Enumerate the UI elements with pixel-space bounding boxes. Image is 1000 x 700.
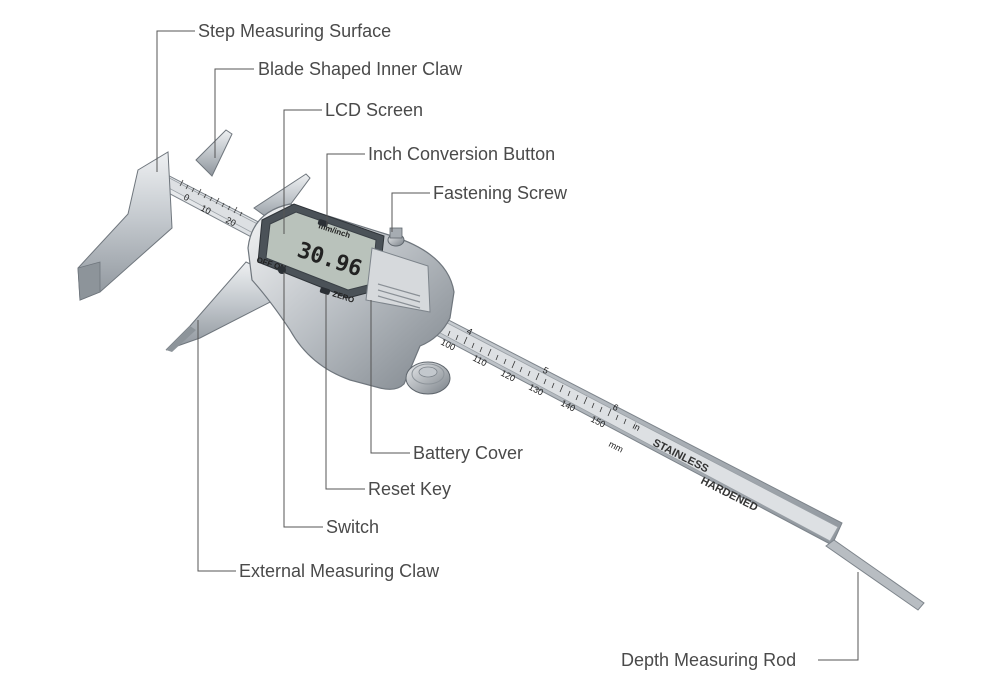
scale-inch-6: 6 bbox=[611, 402, 620, 413]
leader-depth-measuring-rod bbox=[818, 572, 859, 661]
leader-inch-conversion-button bbox=[326, 153, 365, 226]
leader-reset-key bbox=[325, 294, 365, 490]
label-reset-key: Reset Key bbox=[368, 479, 451, 499]
leader-battery-cover bbox=[370, 300, 410, 454]
beam-face bbox=[149, 171, 839, 542]
leader-step-measuring-surface bbox=[156, 30, 195, 172]
inch-conversion-button[interactable] bbox=[317, 219, 329, 228]
callout-labels: Step Measuring Surface Blade Shaped Inne… bbox=[198, 21, 796, 670]
leader-lcd-screen bbox=[283, 109, 322, 234]
fixed-jaw-tip bbox=[77, 261, 101, 301]
label-lcd-screen: LCD Screen bbox=[325, 100, 423, 120]
fixed-inner-claw bbox=[195, 129, 233, 177]
leader-fastening-screw bbox=[391, 192, 430, 232]
scale-number-top-0: 0 bbox=[182, 192, 191, 203]
scale-inch-4: 4 bbox=[465, 326, 474, 337]
scale-number-top-10: 10 bbox=[199, 203, 212, 216]
label-blade-shaped-inner-claw: Blade Shaped Inner Claw bbox=[258, 59, 463, 79]
leader-blade-shaped-inner-claw bbox=[214, 68, 254, 158]
label-depth-measuring-rod: Depth Measuring Rod bbox=[621, 650, 796, 670]
label-inch-conversion-button: Inch Conversion Button bbox=[368, 144, 555, 164]
fastening-screw[interactable] bbox=[387, 227, 405, 247]
reset-key[interactable] bbox=[319, 287, 331, 296]
caliper: 0 10 20 100 110 120 130 140 150 4 5 6 in… bbox=[77, 129, 925, 611]
label-step-measuring-surface: Step Measuring Surface bbox=[198, 21, 391, 41]
label-external-measuring-claw: External Measuring Claw bbox=[239, 561, 440, 581]
thumb-wheel[interactable] bbox=[405, 361, 451, 395]
unit-in-label: in bbox=[631, 421, 642, 433]
scale-inch-5: 5 bbox=[541, 365, 550, 376]
sliding-jaw-edge bbox=[166, 326, 196, 352]
battery-cover[interactable] bbox=[365, 247, 431, 313]
power-switch[interactable] bbox=[278, 266, 286, 274]
label-battery-cover: Battery Cover bbox=[413, 443, 523, 463]
battery-cover-ridges bbox=[377, 283, 421, 309]
leader-external-measuring-claw bbox=[197, 320, 236, 572]
scale-ticks-upper bbox=[179, 179, 243, 217]
unit-mm-label: mm bbox=[607, 439, 625, 455]
callout-leaders bbox=[156, 30, 859, 661]
scale-number-top-20: 20 bbox=[224, 215, 237, 228]
leader-switch bbox=[283, 272, 323, 528]
label-switch: Switch bbox=[326, 517, 379, 537]
depth-rod bbox=[825, 539, 925, 611]
label-fastening-screw: Fastening Screw bbox=[433, 183, 568, 203]
